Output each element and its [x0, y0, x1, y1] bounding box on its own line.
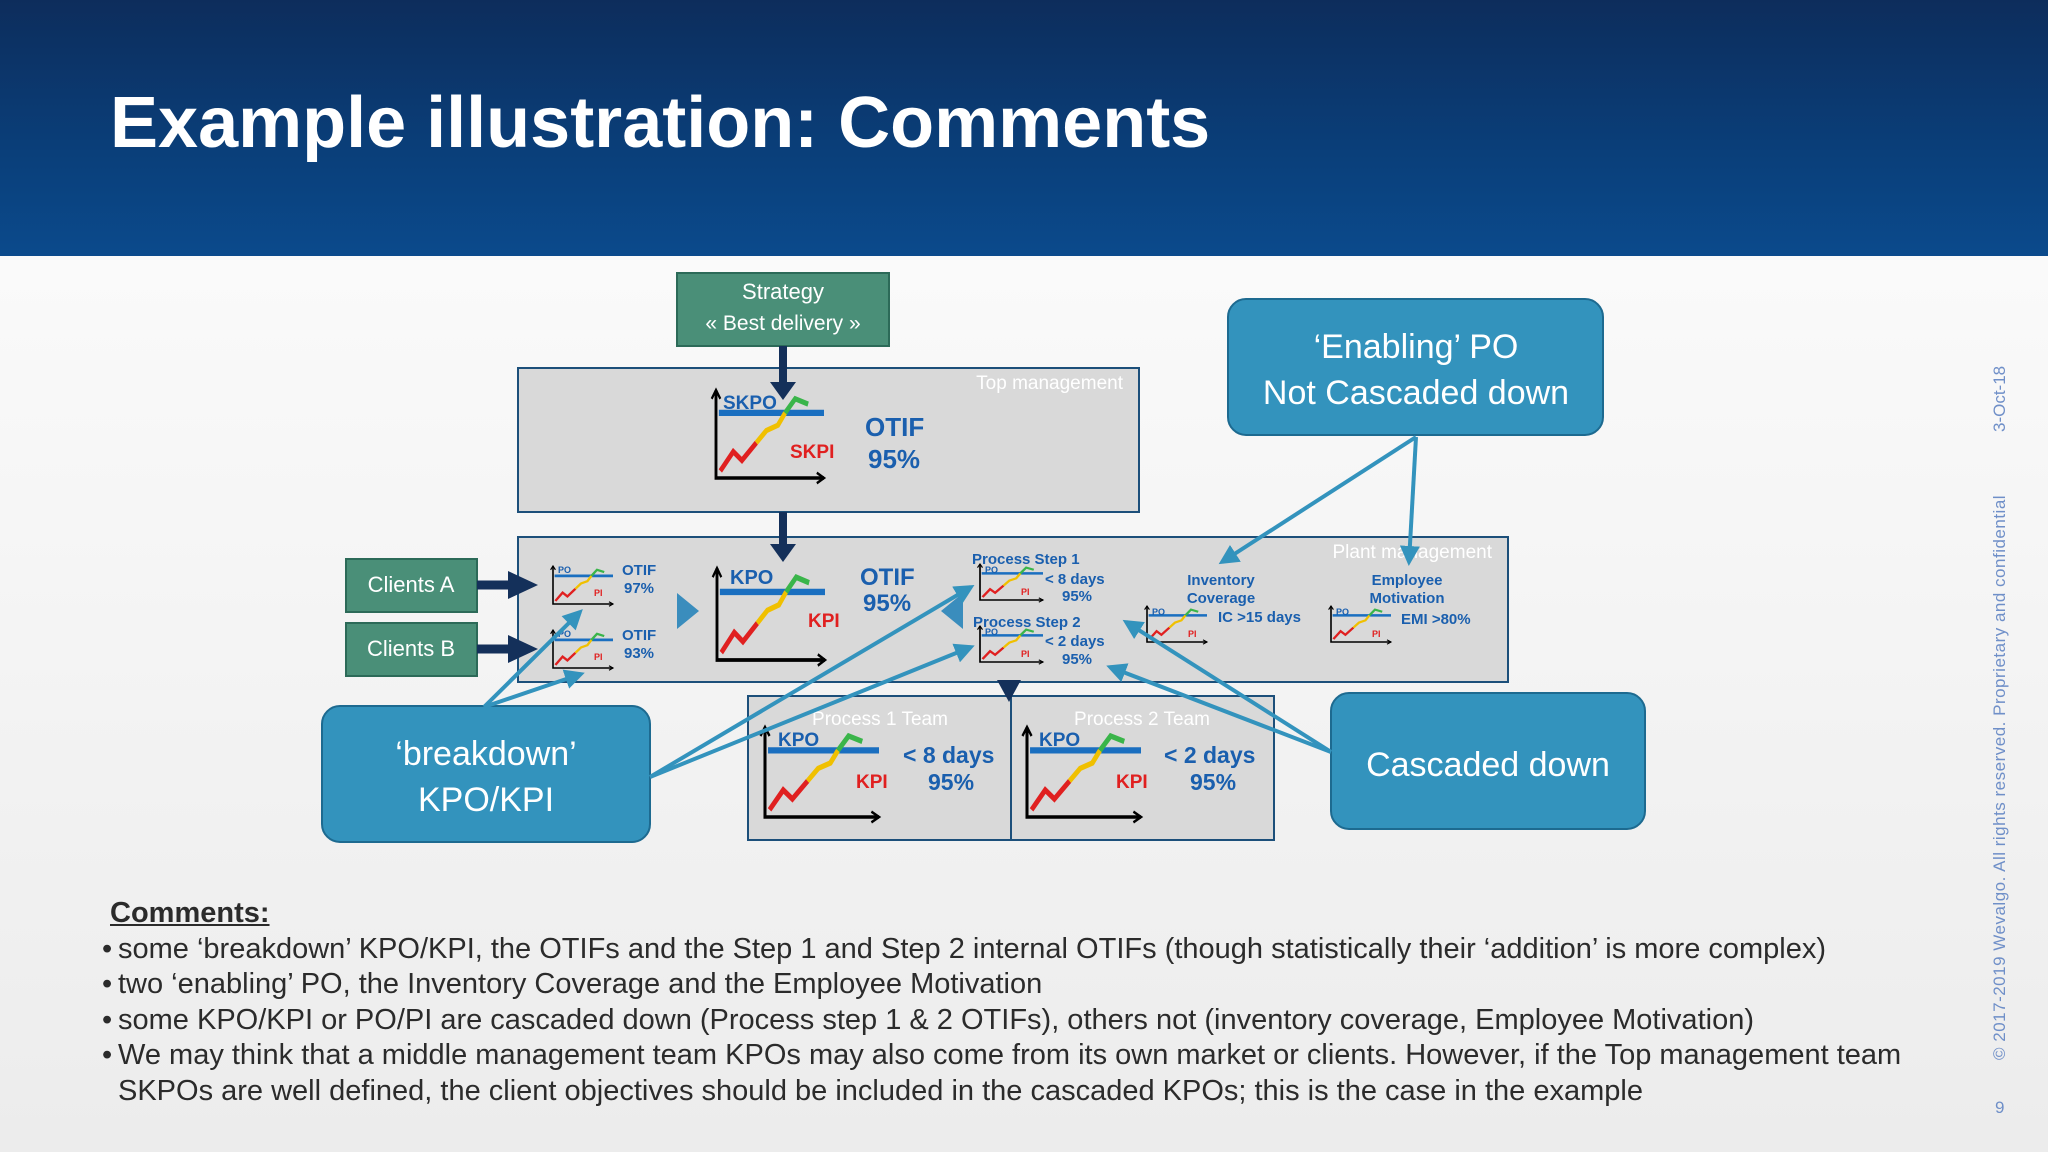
header-band [0, 0, 2048, 256]
breakdown-callout-line2: KPO/KPI [418, 781, 554, 819]
client-a-pi-label: PI [594, 588, 603, 598]
plant-management-box: Plant management PO PI OTIF 97% PO PI OT… [517, 536, 1509, 683]
clients-a-label: Clients A [368, 572, 455, 597]
inventory-pi-label: PI [1188, 629, 1197, 639]
employee-title-line1: Employee [1372, 572, 1443, 589]
cascade-arrows [477, 346, 1021, 702]
plant-kpo-label: KPO [730, 567, 773, 589]
employee-title-line2: Motivation [1370, 590, 1445, 607]
top-metric: OTIF [865, 412, 924, 442]
step2-po-label: PO [985, 627, 998, 637]
step2-pi-label: PI [1021, 649, 1030, 659]
slide-title: Example illustration: Comments [110, 83, 1211, 163]
cascaded-callout: Cascaded down [1330, 692, 1646, 830]
step2-metric: < 2 days [1045, 633, 1105, 650]
step1-value: 95% [1062, 588, 1092, 605]
enabling-callout: ‘Enabling’ PO Not Cascaded down [1227, 298, 1604, 436]
process-1-kpi-label: KPI [856, 772, 888, 793]
top-value: 95% [868, 444, 920, 474]
comment-item: some KPO/KPI or PO/PI are cascaded down … [102, 1003, 1982, 1039]
step1-label: Process Step 1 [972, 551, 1080, 568]
plant-kpi-label: KPI [808, 611, 840, 632]
clients-a-box: Clients A [345, 558, 478, 613]
client-a-value: 97% [624, 580, 654, 597]
enabling-callout-line2: Not Cascaded down [1263, 374, 1569, 412]
process-1-team-label: Process 1 Team [812, 709, 948, 730]
client-b-metric: OTIF [622, 627, 656, 644]
clients-b-box: Clients B [345, 622, 478, 677]
inventory-title-line1: Inventory [1187, 572, 1255, 589]
client-a-metric: OTIF [622, 562, 656, 579]
process-1-team-box: Process 1 Team KPO KPI < 8 days 95% [747, 695, 1012, 841]
process-1-metric: < 8 days [903, 742, 994, 768]
breakdown-callout: ‘breakdown’ KPO/KPI [321, 705, 651, 843]
comment-item: We may think that a middle management te… [102, 1038, 1982, 1109]
top-management-box: Top management SKPO SKPI OTIF 95% [517, 367, 1140, 513]
breakdown-callout-line1: ‘breakdown’ [395, 735, 576, 773]
process-2-kpi-label: KPI [1116, 772, 1148, 793]
inventory-po-label: PO [1152, 607, 1165, 617]
employee-pi-label: PI [1372, 629, 1381, 639]
strategy-box: Strategy « Best delivery » [676, 272, 890, 347]
client-a-po-label: PO [558, 565, 571, 575]
comment-item: some ‘breakdown’ KPO/KPI, the OTIFs and … [102, 932, 1982, 968]
employee-metric: EMI >80% [1401, 611, 1471, 628]
step2-value: 95% [1062, 651, 1092, 668]
process-2-value: 95% [1190, 769, 1236, 795]
top-skpi-label: SKPI [790, 442, 834, 463]
process-2-kpo-label: KPO [1039, 730, 1080, 751]
plant-value: 95% [863, 590, 911, 617]
step2-label: Process Step 2 [973, 614, 1081, 631]
comments-heading: Comments: [110, 897, 270, 929]
page-number: 9 [1995, 1098, 2005, 1117]
clients-b-label: Clients B [367, 636, 455, 661]
copyright-note: © 2017-2019 Wevalgo. All rights reserved… [1990, 494, 2009, 1060]
step1-pi-label: PI [1021, 587, 1030, 597]
plant-metric: OTIF [860, 564, 915, 591]
plant-management-label: Plant management [1333, 542, 1493, 563]
top-management-label: Top management [976, 373, 1124, 394]
process-2-team-label: Process 2 Team [1074, 709, 1210, 730]
strategy-title: Strategy [742, 279, 824, 304]
employee-po-label: PO [1336, 607, 1349, 617]
client-b-po-label: PO [558, 629, 571, 639]
strategy-subtitle: « Best delivery » [705, 312, 860, 335]
inventory-title-line2: Coverage [1187, 590, 1255, 607]
comment-item: two ‘enabling’ PO, the Inventory Coverag… [102, 967, 1982, 1003]
cascaded-callout-text: Cascaded down [1366, 746, 1610, 784]
inventory-metric: IC >15 days [1218, 609, 1301, 626]
process-1-value: 95% [928, 769, 974, 795]
callout-arrows [482, 435, 1420, 779]
comments-section: Comments: some ‘breakdown’ KPO/KPI, the … [102, 896, 1982, 1109]
process-2-metric: < 2 days [1164, 742, 1255, 768]
enabling-callout-line1: ‘Enabling’ PO [1314, 328, 1519, 366]
slide-date: 3-Oct-18 [1990, 365, 2009, 432]
client-b-value: 93% [624, 645, 654, 662]
process-2-team-box: Process 2 Team KPO KPI < 2 days 95% [1010, 695, 1275, 841]
client-b-pi-label: PI [594, 652, 603, 662]
step1-po-label: PO [985, 565, 998, 575]
process-1-kpo-label: KPO [778, 730, 819, 751]
step1-metric: < 8 days [1045, 571, 1105, 588]
top-skpo-label: SKPO [723, 393, 777, 414]
